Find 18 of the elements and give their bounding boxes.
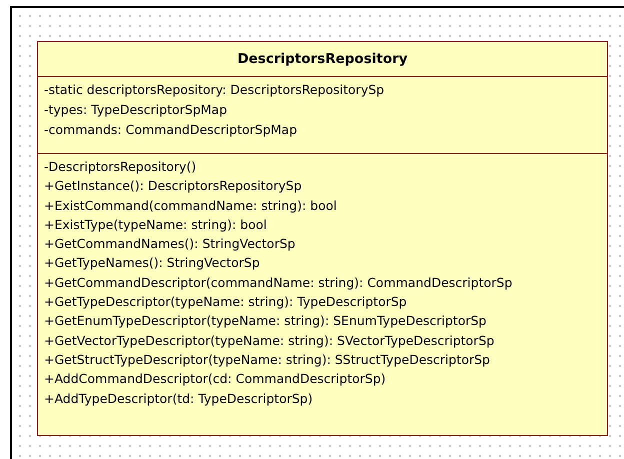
operation-text: +GetStructTypeDescriptor(typeName: string): SStructTypeDescriptorSp <box>44 350 490 369</box>
operation-text: +AddTypeDescriptor(td: TypeDescriptorSp) <box>44 390 313 408</box>
operation-text: +ExistCommand(commandName: string): bool <box>44 196 337 215</box>
operation-text: +ExistType(typeName: string): bool <box>44 216 267 234</box>
operation-text: +GetCommandDescriptor(commandName: string): CommandDescriptorSp <box>44 274 512 292</box>
attribute-text: -types: TypeDescriptorSpMap <box>44 101 228 119</box>
operation-text: +GetInstance(): DescriptorsRepositorySp <box>44 177 302 196</box>
class-name: DescriptorsRepository <box>237 51 408 67</box>
operation-text: +AddCommandDescriptor(cd: CommandDescriptorSp) <box>44 370 386 388</box>
attribute-text: -static descriptorsRepository: DescriptorsRepositorySp <box>44 81 384 99</box>
operation-text: +GetVectorTypeDescriptor(typeName: string): SVectorTypeDescriptorSp <box>44 332 494 350</box>
operation-text: +GetTypeNames(): StringVectorSp <box>44 254 260 272</box>
operation-text: +GetCommandNames(): StringVectorSp <box>44 235 296 254</box>
operation-text: -DescriptorsRepository() <box>44 158 196 176</box>
operation-text: +GetTypeDescriptor(typeName: string): TypeDescriptorSp <box>44 293 407 312</box>
class-box <box>37 41 608 436</box>
attribute-text: -commands: CommandDescriptorSpMap <box>44 121 298 139</box>
operation-text: +GetEnumTypeDescriptor(typeName: string): SEnumTypeDescriptorSp <box>44 312 486 330</box>
